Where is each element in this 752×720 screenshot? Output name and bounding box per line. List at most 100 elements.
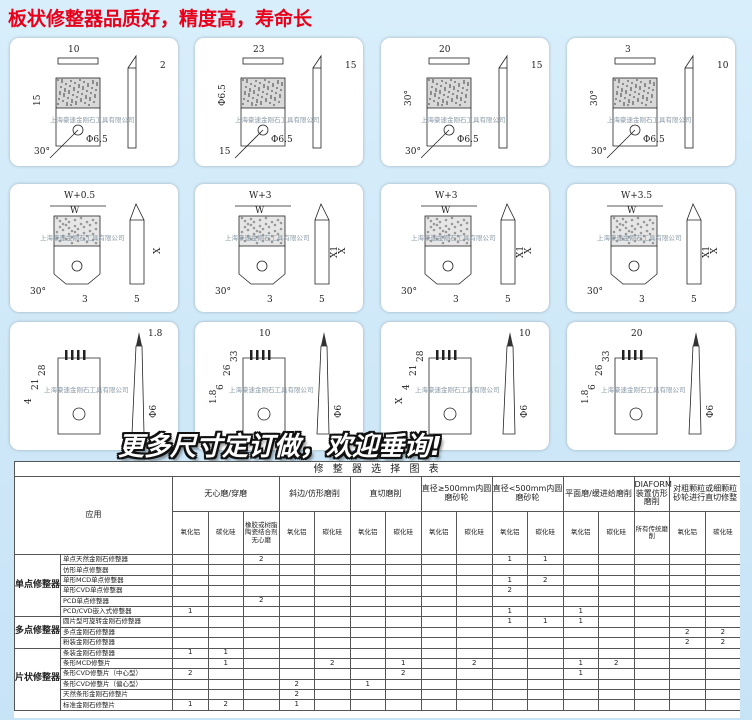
rating-cell xyxy=(349,595,386,607)
rating-cell xyxy=(704,668,740,680)
rating-cell xyxy=(385,595,422,607)
dimension-label: 30° xyxy=(215,287,231,297)
rating-cell xyxy=(314,605,351,618)
rating-cell: 1 xyxy=(562,616,599,628)
rating-cell xyxy=(669,564,706,576)
material-header: 碳化硅 xyxy=(527,511,564,555)
rating-cell xyxy=(349,616,386,628)
material-header: 橡胶或树脂陶瓷结合剂无心磨 xyxy=(243,511,280,555)
group-header: 斜边/仿形磨削 xyxy=(278,476,351,512)
rating-cell xyxy=(562,553,599,566)
watermark: 上海豪速金刚石工具有限公司 xyxy=(415,385,500,394)
rating-cell xyxy=(704,595,740,607)
rating-cell xyxy=(491,637,528,649)
rating-cell xyxy=(420,689,457,701)
rating-cell xyxy=(598,564,635,576)
material-header: 氧化铝 xyxy=(491,511,528,555)
dimension-label: 6 xyxy=(588,384,598,390)
dimension-label: 21 xyxy=(409,365,419,376)
rating-cell xyxy=(704,585,740,597)
rating-cell xyxy=(491,678,528,691)
rating-cell xyxy=(278,585,315,597)
group-header: 平面磨/缓进给磨削 xyxy=(562,476,635,512)
rating-cell xyxy=(349,553,386,566)
rating-cell xyxy=(278,553,315,566)
rating-cell xyxy=(172,564,209,576)
rating-cell xyxy=(456,616,493,628)
dimension-label: X xyxy=(524,247,534,254)
rating-cell xyxy=(704,553,740,566)
rating-cell: 2 xyxy=(278,689,315,701)
rating-cell xyxy=(172,657,209,670)
dresser-type: 多点金刚石修整器 xyxy=(60,626,173,639)
material-header: 碳化硅 xyxy=(704,511,740,555)
rating-cell xyxy=(456,564,493,576)
rating-cell xyxy=(207,585,244,597)
rating-cell xyxy=(243,626,280,639)
dimension-label: 1.8 xyxy=(148,329,163,339)
dimension-label: Φ6.5 xyxy=(271,135,293,145)
group-header: 对粗颗粒或细颗粒砂轮进行直切修整 xyxy=(668,476,740,512)
rating-cell xyxy=(278,657,315,670)
rating-cell: 1 xyxy=(207,657,244,670)
dimension-label: 20 xyxy=(631,329,643,339)
rating-cell xyxy=(598,699,635,711)
rating-cell xyxy=(243,657,280,670)
rating-cell xyxy=(598,616,635,628)
rating-cell xyxy=(704,574,740,587)
dimension-label: 4 xyxy=(402,384,412,390)
rating-cell xyxy=(704,564,740,576)
dimension-label: Φ6 xyxy=(334,405,344,418)
rating-cell xyxy=(385,574,422,587)
rating-cell: 2 xyxy=(278,678,315,691)
rating-cell xyxy=(633,668,670,680)
rating-cell xyxy=(562,585,599,597)
dimension-label: 30° xyxy=(401,287,417,297)
rating-cell xyxy=(456,637,493,649)
rating-cell xyxy=(562,647,599,659)
rating-cell: 1 xyxy=(562,657,599,670)
dimension-label: X xyxy=(153,247,163,254)
rating-cell xyxy=(420,637,457,649)
rating-cell xyxy=(243,574,280,587)
dimension-label: 10 xyxy=(717,61,729,71)
dresser-type: 条形CVD修整片（偏心型） xyxy=(60,678,173,691)
watermark: 上海豪速金刚石工具有限公司 xyxy=(421,115,506,124)
section-label: 单点修整器 xyxy=(14,553,61,618)
material-header: 氧化铝 xyxy=(669,511,706,555)
rating-cell xyxy=(527,657,564,670)
rating-cell xyxy=(527,585,564,597)
rating-cell xyxy=(562,637,599,649)
rating-cell xyxy=(420,574,457,587)
rating-cell: 1 xyxy=(491,605,528,618)
rating-cell xyxy=(456,647,493,659)
rating-cell xyxy=(669,585,706,597)
rating-cell xyxy=(349,699,386,711)
dimension-label: X xyxy=(338,247,348,254)
material-header: 氧化铝 xyxy=(278,511,315,555)
rating-cell xyxy=(491,668,528,680)
rating-cell xyxy=(704,699,740,711)
rating-cell xyxy=(278,605,315,618)
rating-cell xyxy=(491,689,528,701)
rating-cell xyxy=(633,699,670,711)
dimension-label: W+3 xyxy=(435,191,458,201)
rating-cell xyxy=(491,699,528,711)
rating-cell xyxy=(243,564,280,576)
rating-cell: 2 xyxy=(704,637,740,649)
rating-cell xyxy=(314,647,351,659)
rating-cell xyxy=(669,616,706,628)
rating-cell xyxy=(349,657,386,670)
rating-cell xyxy=(704,616,740,628)
